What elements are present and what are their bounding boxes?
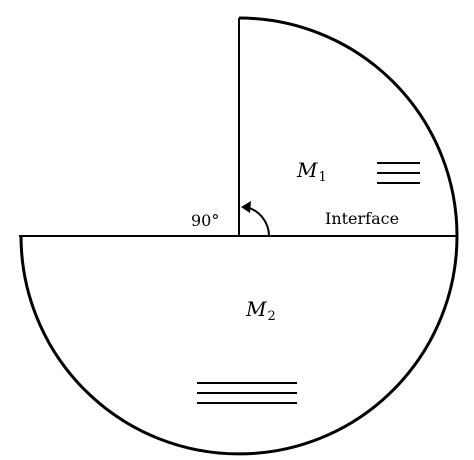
medium-2-label: M2 bbox=[246, 297, 276, 324]
medium-1-label: M1 bbox=[297, 158, 327, 185]
lower-semicircle bbox=[19, 235, 459, 456]
angle-arrowhead-icon bbox=[241, 201, 251, 213]
upper-quarter-arc bbox=[238, 16, 459, 237]
medium-2-hatch bbox=[197, 382, 297, 404]
interface-label: Interface bbox=[325, 209, 400, 228]
angle-label: 90° bbox=[191, 211, 220, 230]
medium-1-hatch bbox=[377, 162, 420, 184]
